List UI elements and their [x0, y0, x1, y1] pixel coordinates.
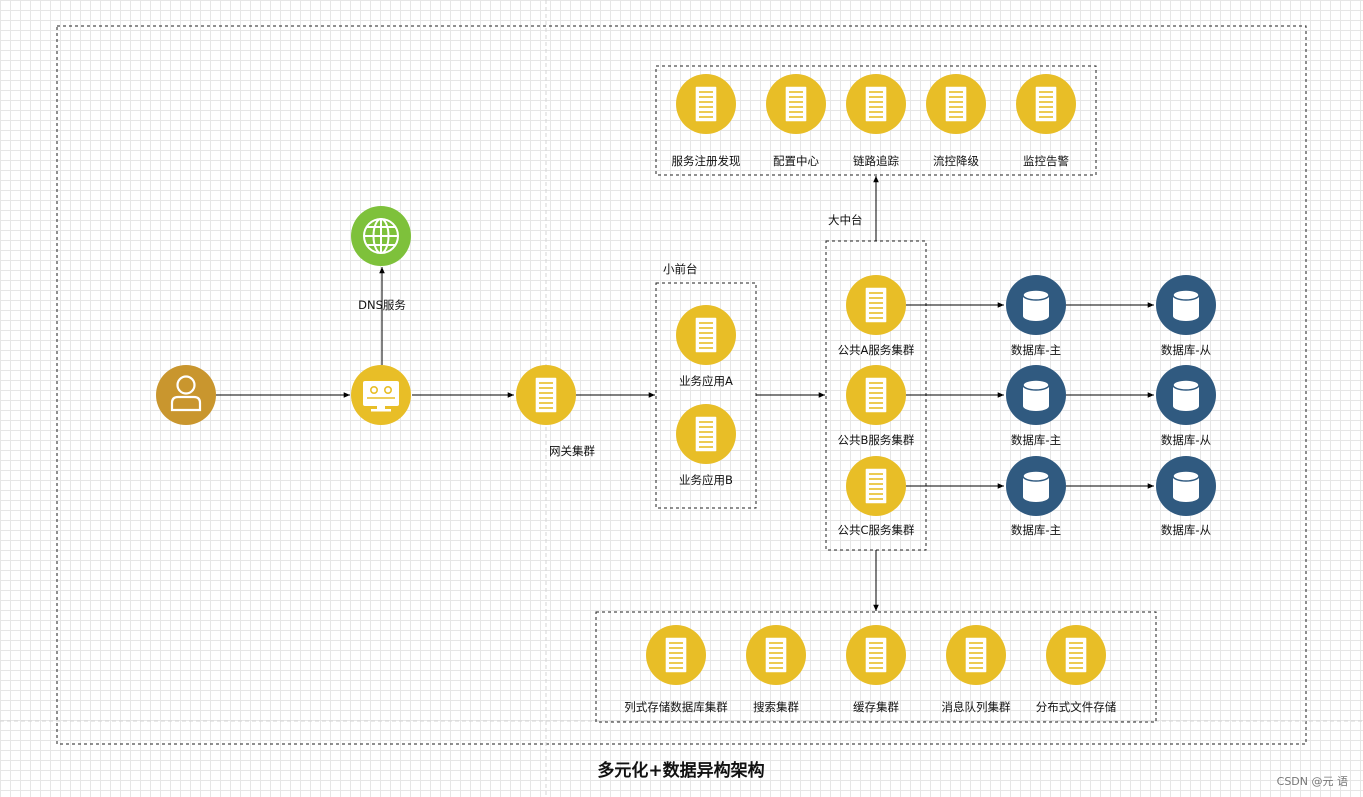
database-icon: [1022, 470, 1050, 503]
governance-flow-label: 流控降级: [933, 154, 979, 168]
governance-item-monitoring: [1016, 74, 1076, 134]
server-icon: [694, 316, 718, 354]
service-c-label: 公共C服务集群: [837, 523, 915, 537]
governance-item-config: [766, 74, 826, 134]
server-icon: [1034, 85, 1058, 123]
server-icon: [534, 376, 558, 414]
user-icon: [170, 375, 202, 412]
db-master-b-node: [1006, 365, 1066, 425]
diagram-title: 多元化+数据异构架构: [597, 760, 764, 781]
middle-platform-label: 大中台: [828, 213, 863, 227]
storage-item-dfs: [1046, 625, 1106, 685]
app-a-node: [676, 305, 736, 365]
gateway-node: [516, 365, 576, 425]
storage-item-cache: [846, 625, 906, 685]
web-node: [351, 365, 411, 425]
storage-box: [595, 611, 1157, 723]
db-slave-c-label: 数据库-从: [1161, 523, 1212, 537]
outer-frame: [56, 25, 1307, 745]
db-slave-a-label: 数据库-从: [1161, 343, 1212, 357]
app-b-node: [676, 404, 736, 464]
server-icon: [864, 467, 888, 505]
dns-node: [351, 206, 411, 266]
server-icon: [1064, 636, 1088, 674]
db-slave-b-label: 数据库-从: [1161, 433, 1212, 447]
db-master-b-label: 数据库-主: [1011, 433, 1061, 447]
service-c-node: [846, 456, 906, 516]
server-icon: [964, 636, 988, 674]
computer-monitor-icon: [363, 381, 399, 412]
db-slave-b-node: [1156, 365, 1216, 425]
service-b-node: [846, 365, 906, 425]
server-icon: [694, 85, 718, 123]
governance-item-flow-control: [926, 74, 986, 134]
db-master-c-node: [1006, 456, 1066, 516]
db-master-c-label: 数据库-主: [1011, 523, 1061, 537]
storage-item-search: [746, 625, 806, 685]
watermark: CSDN @元 语: [1277, 775, 1348, 788]
storage-dfs-label: 分布式文件存储: [1036, 700, 1117, 714]
gateway-label: 网关集群: [549, 444, 595, 458]
db-slave-c-node: [1156, 456, 1216, 516]
governance-config-label: 配置中心: [773, 154, 819, 168]
db-master-a-node: [1006, 275, 1066, 335]
user-node: [156, 365, 216, 425]
governance-item-tracing: [846, 74, 906, 134]
small-front-label: 小前台: [663, 262, 698, 276]
server-icon: [664, 636, 688, 674]
server-icon: [864, 85, 888, 123]
server-icon: [764, 636, 788, 674]
database-icon: [1172, 379, 1200, 412]
storage-columnar-label: 列式存储数据库集群: [624, 700, 728, 714]
service-a-label: 公共A服务集群: [838, 343, 915, 357]
governance-monitor-label: 监控告警: [1023, 154, 1069, 168]
storage-item-columnar: [646, 625, 706, 685]
governance-item-registry: [676, 74, 736, 134]
server-icon: [864, 286, 888, 324]
server-icon: [864, 636, 888, 674]
database-icon: [1172, 289, 1200, 322]
app-a-label: 业务应用A: [679, 374, 733, 388]
database-icon: [1022, 289, 1050, 322]
storage-cache-label: 缓存集群: [853, 700, 899, 714]
dns-label: DNS服务: [358, 298, 406, 312]
governance-registry-label: 服务注册发现: [672, 154, 741, 168]
database-icon: [1172, 470, 1200, 503]
connectors: [216, 176, 1154, 611]
service-b-label: 公共B服务集群: [838, 433, 915, 447]
server-icon: [944, 85, 968, 123]
service-a-node: [846, 275, 906, 335]
db-slave-a-node: [1156, 275, 1216, 335]
storage-search-label: 搜索集群: [753, 700, 799, 714]
server-icon: [694, 415, 718, 453]
governance-box: [655, 65, 1097, 176]
globe-icon: [363, 218, 399, 254]
storage-item-mq: [946, 625, 1006, 685]
server-icon: [784, 85, 808, 123]
server-icon: [864, 376, 888, 414]
storage-mq-label: 消息队列集群: [942, 700, 1011, 714]
db-master-a-label: 数据库-主: [1011, 343, 1061, 357]
app-b-label: 业务应用B: [679, 473, 733, 487]
governance-tracing-label: 链路追踪: [853, 154, 899, 168]
database-icon: [1022, 379, 1050, 412]
